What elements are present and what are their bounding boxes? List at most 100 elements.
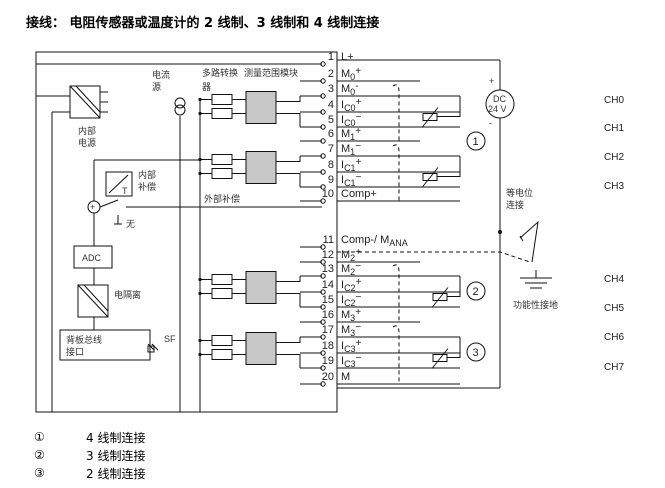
channel-label-ch1: CH1 (604, 123, 624, 134)
legend-mark: ③ (34, 466, 45, 480)
terminal-number: 15 (322, 294, 334, 306)
mux-switch-icon (211, 335, 233, 346)
channel-label-ch5: CH5 (604, 303, 624, 314)
connection-marker-2 (466, 281, 486, 301)
terminal-18[interactable]: 18 IC3+ (320, 338, 362, 356)
svg-text:内部: 内部 (78, 125, 96, 136)
terminal-label: M1− (341, 141, 361, 157)
terminal-number: 18 (322, 340, 334, 352)
terminal-label: IC0− (341, 112, 362, 128)
measuring-range-block-3 (198, 332, 301, 368)
terminal-number: 19 (322, 355, 334, 367)
channel-label-ch6: CH6 (604, 332, 624, 343)
terminal-number: 10 (322, 188, 334, 200)
svg-text:源: 源 (152, 82, 161, 92)
terminal-3[interactable]: 3 M0- (320, 81, 359, 99)
legend-mark: ① (34, 430, 45, 444)
terminal-number: 20 (322, 371, 334, 383)
connection-marker-3 (466, 342, 486, 362)
terminal-label: IC1+ (341, 157, 362, 173)
terminal-label: IC1− (341, 172, 362, 188)
legend-text: 2 线制连接 (86, 466, 146, 481)
channel-label-ch3: CH3 (604, 181, 624, 192)
terminal-number: 1 (328, 51, 334, 63)
channel-label-ch0: CH0 (604, 95, 624, 106)
channel-label-ch7: CH7 (604, 362, 624, 373)
svg-text:无: 无 (126, 219, 135, 229)
terminal-1[interactable]: 1 L+ (320, 51, 354, 67)
terminal-label: IC3+ (341, 338, 362, 354)
svg-text:多路转换: 多路转换 (202, 67, 238, 78)
channel-label-ch2: CH2 (604, 152, 624, 163)
adc-block (73, 245, 113, 269)
terminal-label: IC0+ (341, 97, 362, 113)
terminal-label: M0- (341, 81, 359, 97)
terminal-label: Comp-/ MANA (341, 234, 408, 248)
terminal-label: M2− (341, 261, 361, 277)
current-source-icon (174, 97, 186, 109)
terminal-label: M3+ (341, 307, 361, 323)
mux-switch-icon (211, 288, 233, 299)
terminal-number: 6 (328, 128, 334, 140)
terminal-number: 7 (328, 143, 334, 155)
terminal-number: 17 (322, 324, 334, 336)
rtd-sensor-icon (421, 96, 461, 128)
mux-switch-icon (211, 94, 233, 105)
terminal-4[interactable]: 4 IC0+ (320, 97, 362, 115)
svg-text:测量范围模块: 测量范围模块 (244, 67, 298, 78)
mux-switch-icon (211, 274, 233, 285)
terminal-number: 14 (322, 279, 334, 291)
measuring-range-block-0 (198, 91, 301, 127)
svg-text:+: + (489, 76, 494, 86)
mux-switch-icon (211, 349, 233, 360)
terminal-number: 4 (328, 99, 334, 111)
svg-text:电源: 电源 (78, 137, 96, 148)
svg-text:电隔离: 电隔离 (114, 289, 141, 300)
channel-label-ch4: CH4 (604, 274, 624, 285)
page-title: 接线： 电阻传感器或温度计的 2 线制、3 线制和 4 线制连接 (26, 16, 380, 31)
svg-text:功能性接地: 功能性接地 (513, 299, 558, 310)
terminal-8[interactable]: 8 IC1+ (320, 157, 362, 175)
terminal-label: M (341, 371, 350, 383)
terminal-label: M0+ (341, 66, 361, 82)
rtd-sensor-icon (431, 337, 461, 369)
measuring-range-block-1 (198, 151, 301, 187)
rtd-sensor-icon (421, 156, 461, 188)
svg-text:内部: 内部 (138, 169, 156, 180)
svg-text:T: T (122, 186, 128, 196)
terminal-label: M1+ (341, 126, 361, 142)
terminal-label: M2+ (341, 247, 361, 263)
svg-text:24 V: 24 V (488, 104, 507, 114)
sf-led-label: SF (164, 334, 176, 344)
legend-item: ① 4 线制连接 (34, 428, 145, 446)
connection-marker-number: 3 (473, 347, 479, 359)
svg-text:外部补偿: 外部补偿 (204, 193, 240, 204)
sf-led-icon (147, 343, 159, 353)
terminal-16[interactable]: 16 M3+ (320, 307, 361, 325)
isolation-icon (77, 284, 109, 318)
terminal-number: 3 (328, 83, 334, 95)
terminal-number: 8 (328, 159, 334, 171)
terminal-20[interactable]: 20 M (320, 371, 350, 387)
svg-text:接口: 接口 (66, 346, 84, 357)
terminal-label: L+ (341, 51, 354, 63)
svg-text:补偿: 补偿 (138, 181, 156, 192)
svg-text:背板总线: 背板总线 (66, 334, 102, 345)
mux-switch-icon (211, 108, 233, 119)
terminal-number: 16 (322, 309, 334, 321)
connection-marker-number: 1 (473, 136, 479, 148)
terminal-7[interactable]: 7 M1− (320, 141, 361, 159)
connection-marker-number: 2 (473, 286, 479, 298)
legend-text: 4 线制连接 (86, 430, 146, 445)
svg-text:+: + (90, 202, 95, 212)
terminal-number: 5 (328, 114, 334, 126)
